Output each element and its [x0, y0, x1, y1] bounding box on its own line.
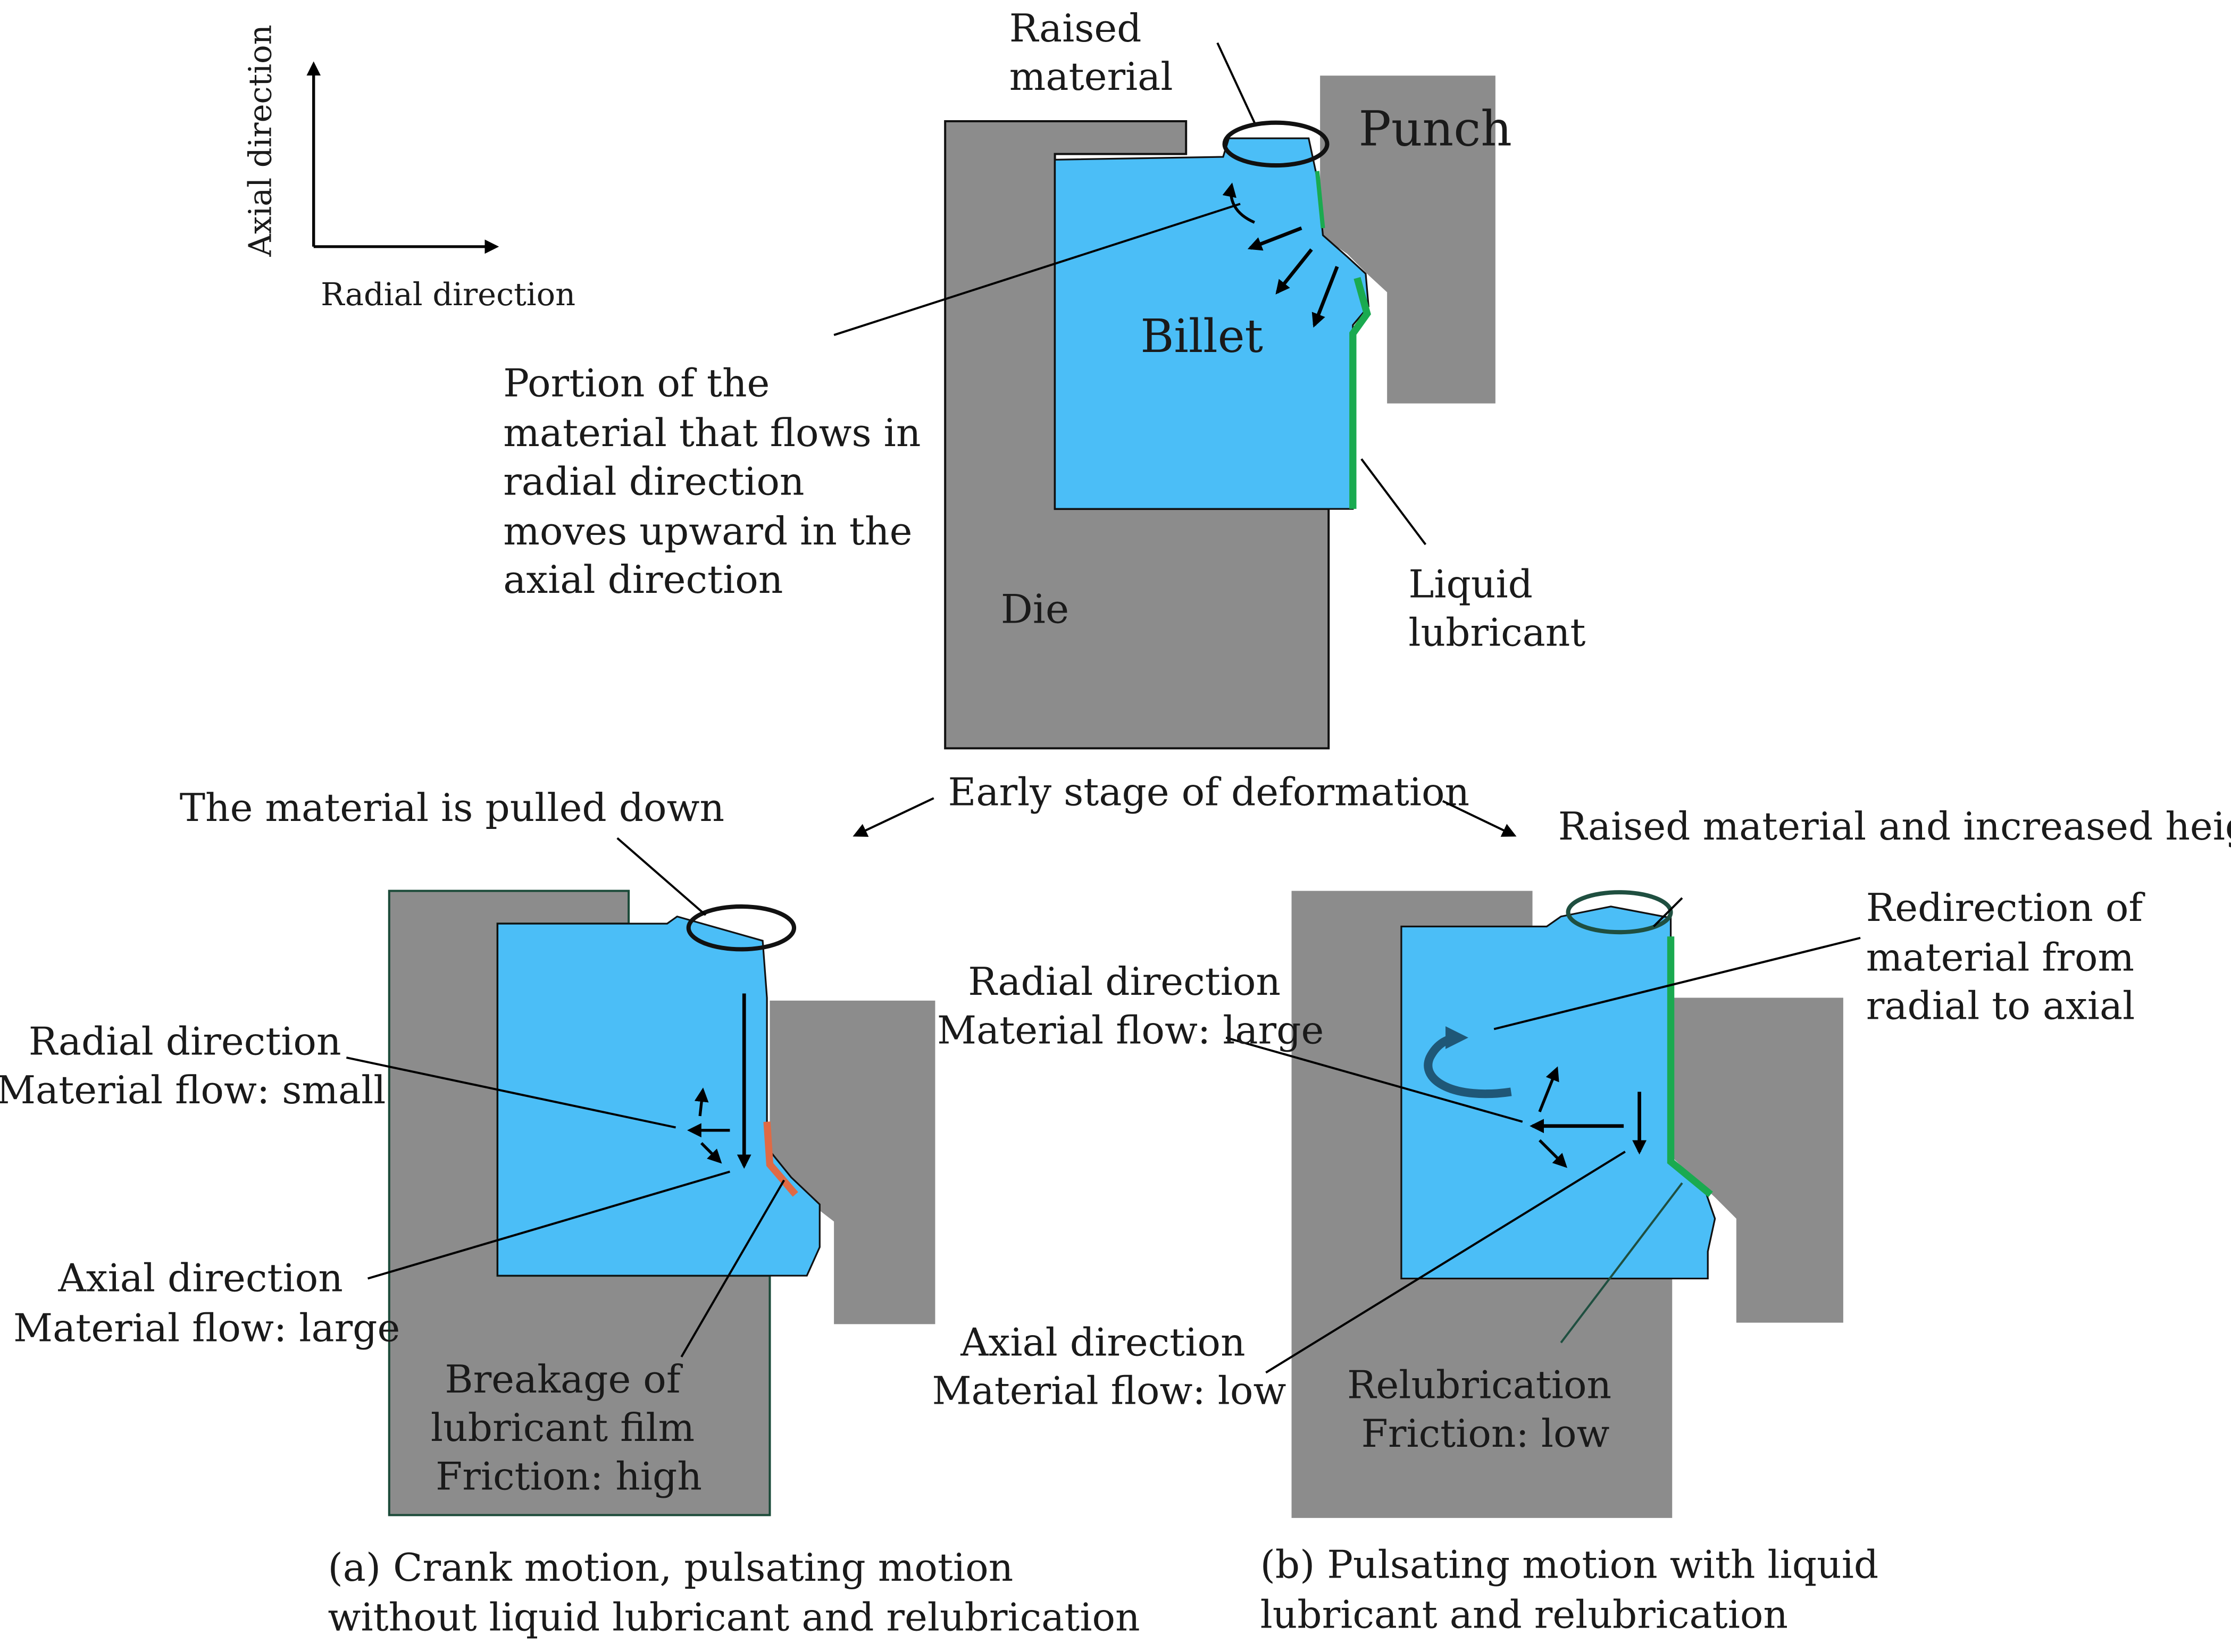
caption-b: (b) Pulsating motion with liquid lubrica… [1260, 1542, 1891, 1637]
axes-indicator: Axial direction Radial direction [241, 24, 575, 312]
pulled-down-label: The material is pulled down [180, 786, 724, 831]
leader-line [367, 1170, 730, 1280]
flow-arrow [1539, 1139, 1567, 1168]
leader-line [1560, 1182, 1683, 1344]
leader-line [1265, 1151, 1626, 1374]
leader-line [616, 837, 707, 916]
raised-height-label: Raised material and increased height [1558, 804, 2231, 849]
die-label: Die [1001, 586, 1069, 633]
panel-a: The material is pulled down Radial direc… [0, 786, 1140, 1640]
early-stage: Early stage of deformation [853, 770, 1517, 837]
pulled-down-circle [686, 904, 797, 952]
punch [1320, 76, 1495, 404]
raised-material-label: Raised material [1009, 6, 1173, 99]
leader-line [1360, 458, 1427, 546]
flow-arrow [1311, 266, 1339, 328]
redirection-label: Redirection of material from radial to a… [1866, 886, 2155, 1029]
raised-material-circle [1222, 120, 1330, 168]
axial-direction-label: Axial direction [241, 24, 278, 257]
billet-label: Billet [1140, 310, 1263, 363]
early-stage-arrow-left [853, 797, 934, 837]
lubricant-film [1349, 277, 1371, 509]
leader-line [833, 203, 1241, 336]
flow-arrow [1275, 248, 1313, 295]
relubrication-label: Relubrication Friction: low [1347, 1363, 1624, 1456]
punch [1672, 997, 1843, 1323]
radial-flow-large-label: Radial direction Material flow: large [937, 960, 1324, 1053]
redirection-arrow [1424, 1026, 1512, 1098]
raised-material-circle [1566, 890, 1673, 935]
flow-arrow [1538, 1066, 1559, 1112]
top-diagram: Raised material Punch Billet Die Portion… [503, 6, 1586, 750]
flow-arrow [700, 1142, 722, 1164]
punch [770, 1000, 935, 1324]
radial-direction-label: Radial direction [321, 276, 575, 313]
broken-lubricant-film [763, 1121, 798, 1197]
leader-line [1493, 936, 1861, 1030]
die [1291, 891, 1673, 1518]
leader-line [680, 1179, 786, 1357]
portion-label: Portion of the material that flows in ra… [503, 361, 933, 602]
billet [496, 915, 821, 1277]
axial-flow-large-label: Axial direction Material flow: large [13, 1256, 400, 1351]
radial-flow-small-label: Radial direction Material flow: small [0, 1020, 386, 1113]
breakage-label: Breakage of lubricant film Friction: hig… [431, 1357, 707, 1499]
caption-a: (a) Crank motion, pulsating motion witho… [328, 1546, 1140, 1640]
leader-line [1225, 1036, 1523, 1123]
leader-line [1216, 42, 1256, 123]
early-stage-label: Early stage of deformation [948, 770, 1470, 815]
early-stage-arrow-right [1442, 800, 1517, 837]
flow-arrow [694, 1087, 709, 1117]
leader-line [346, 1056, 676, 1129]
liquid-lubricant-label: Liquid lubricant [1408, 562, 1585, 655]
axial-flow-low-label: Axial direction Material flow: low [932, 1320, 1286, 1413]
leader-line [1652, 897, 1683, 927]
flow-arrow [1247, 226, 1302, 251]
panel-b: Raised material and increased height Red… [932, 804, 2231, 1637]
lubricant-film [1667, 936, 1713, 1197]
punch-label: Punch [1359, 101, 1512, 157]
lubricant-film-upper [1315, 171, 1325, 229]
